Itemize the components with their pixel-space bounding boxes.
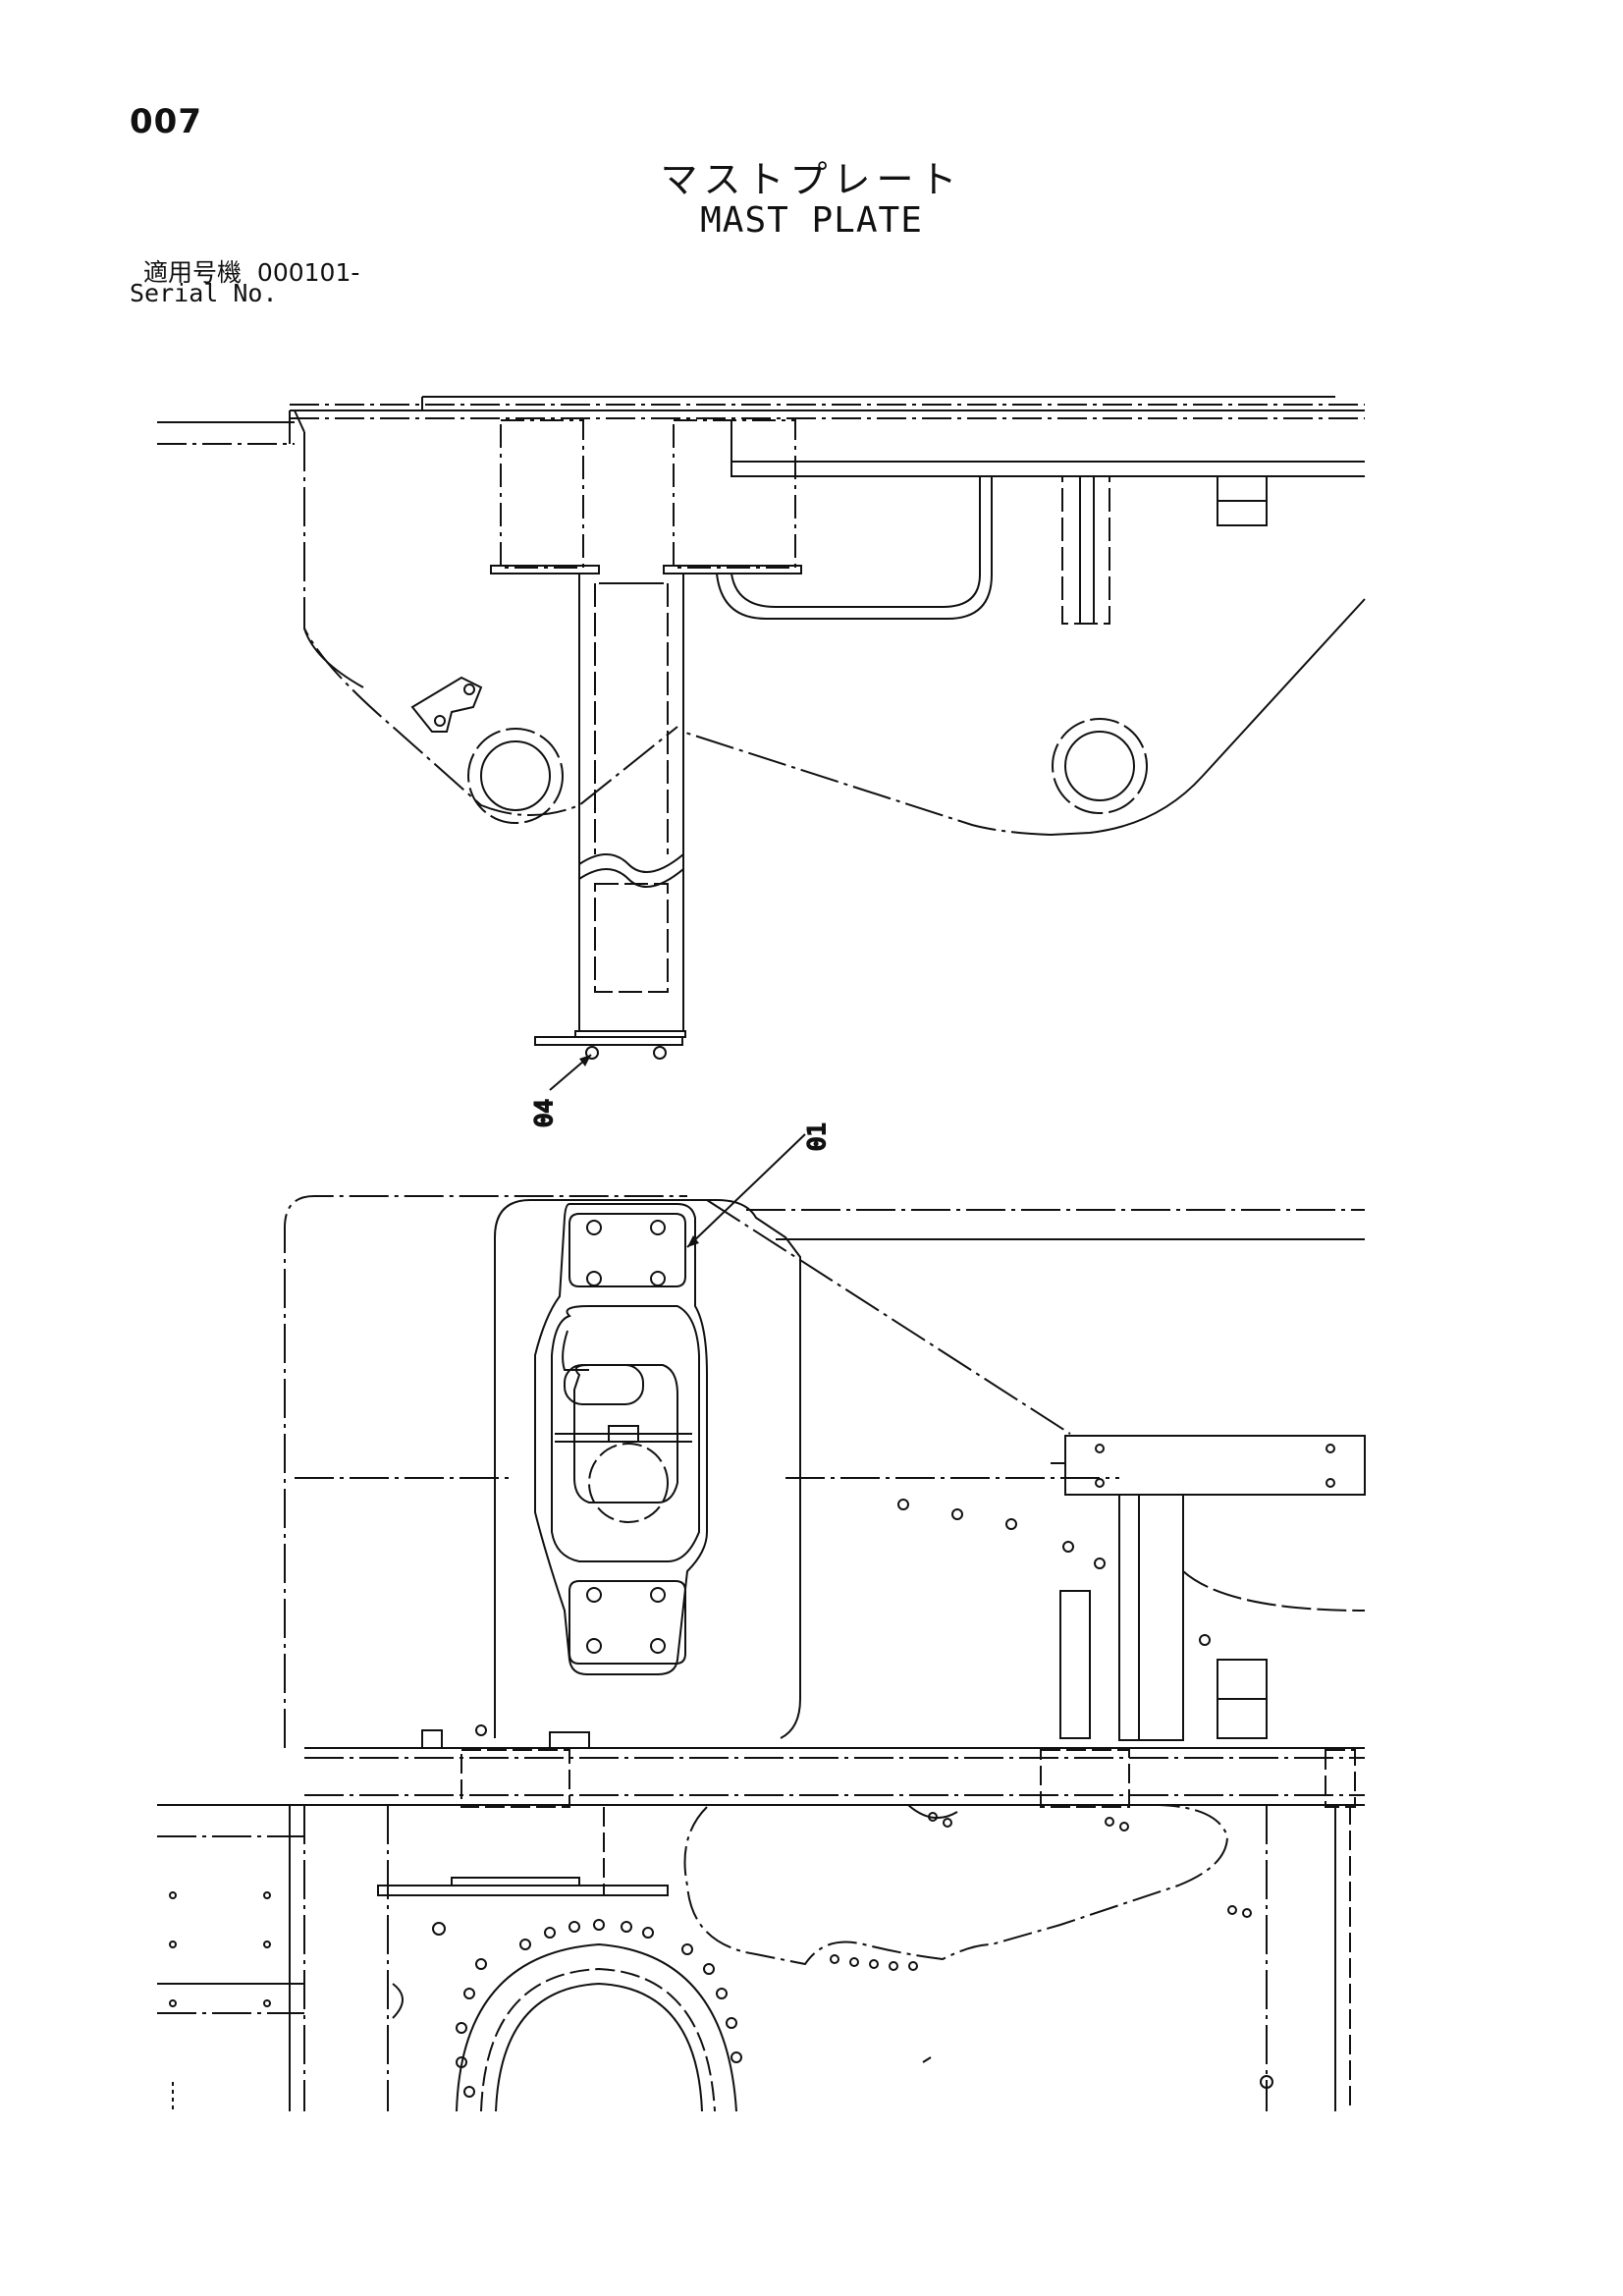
title-english: MAST PLATE: [700, 200, 923, 241]
page-number: 007: [130, 102, 202, 141]
top-view: 04: [157, 396, 1366, 1128]
serial-line-japanese: 適用号機 000101-: [143, 253, 359, 289]
serial-range: 000101-: [256, 258, 360, 287]
bottom-view: 01: [157, 1121, 1366, 2112]
callout-04: 04: [530, 1099, 558, 1127]
callout-01: 01: [803, 1122, 831, 1151]
serial-label-japanese: 適用号機: [143, 258, 243, 287]
title-japanese: マストプレート: [660, 158, 963, 201]
serial-label-english: Serial No.: [130, 279, 278, 307]
